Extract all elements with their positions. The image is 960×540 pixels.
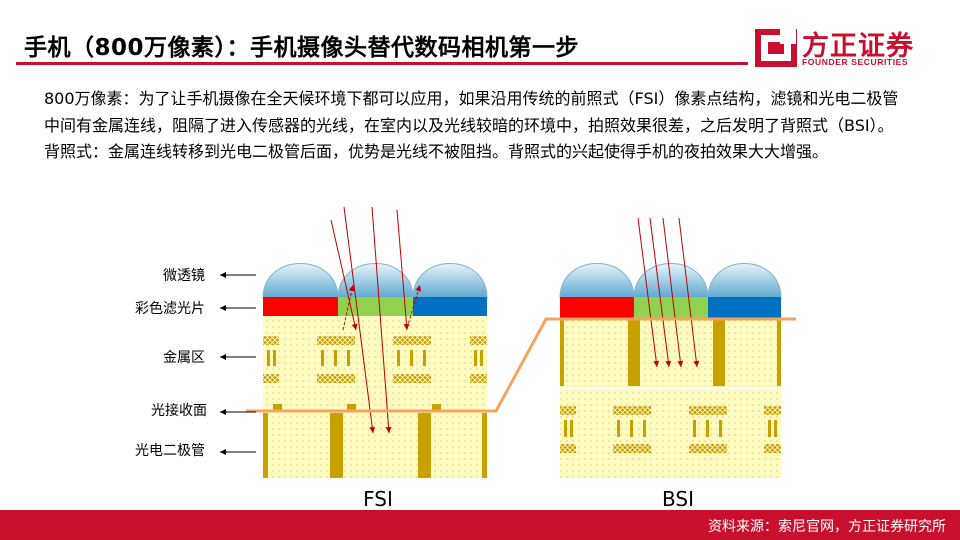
founder-logo-icon (755, 28, 797, 67)
company-logo: 方正证券 FOUNDER SECURITIES (754, 24, 934, 70)
bsi-substrate (560, 319, 781, 478)
title-divider (16, 62, 748, 65)
fsi-microlens-2 (337, 263, 414, 299)
bsi-blue-filter (708, 297, 781, 319)
light-receiving-surface-line (246, 317, 796, 413)
fsi-green-filter (338, 297, 413, 316)
label-microlens: 微透镜 (163, 268, 205, 284)
source-note: 资料来源：索尼官网，方正证券研究所 (708, 519, 946, 535)
fsi-description: 800万像素：为了让手机摄像在全天候环境下都可以应用，如果沿用传统的前照式（FS… (44, 89, 899, 135)
logo-english-name: FOUNDER SECURITIES (802, 57, 909, 67)
label-color-filter: 彩色滤光片 (135, 300, 205, 317)
bsi-description: 背照式：金属连线转移到光电二极管后面，优势是光线不被阻挡。背照式的兴起使得手机的… (44, 142, 829, 161)
bsi-microlens-1 (559, 263, 635, 299)
fsi-microlens-1 (262, 263, 339, 299)
bsi-structure (559, 217, 782, 478)
label-photodiode: 光电二极管 (135, 443, 205, 459)
fsi-blue-filter (413, 297, 487, 316)
bsi-red-filter (560, 297, 634, 319)
logo-name: 方正证券 (802, 31, 914, 62)
fsi-caption: FSI (363, 487, 393, 511)
fsi-structure (262, 206, 488, 478)
bsi-caption: BSI (662, 487, 694, 511)
fsi-microlens-3 (412, 263, 488, 299)
label-metal-layer: 金属区 (163, 350, 205, 366)
fsi-substrate (263, 316, 487, 478)
bsi-green-filter (634, 297, 708, 319)
description-block: 800万像素：为了让手机摄像在全天候环境下都可以应用，如果沿用传统的前照式（FS… (44, 86, 904, 166)
page-title: 手机（800万像素）：手机摄像头替代数码相机第一步 (24, 35, 580, 61)
fsi-red-filter (263, 297, 338, 316)
footer-bar: 资料来源：索尼官网，方正证券研究所 (0, 510, 960, 540)
bsi-microlens-3 (707, 263, 782, 299)
label-light-receiving-surface: 光接收面 (151, 402, 207, 419)
